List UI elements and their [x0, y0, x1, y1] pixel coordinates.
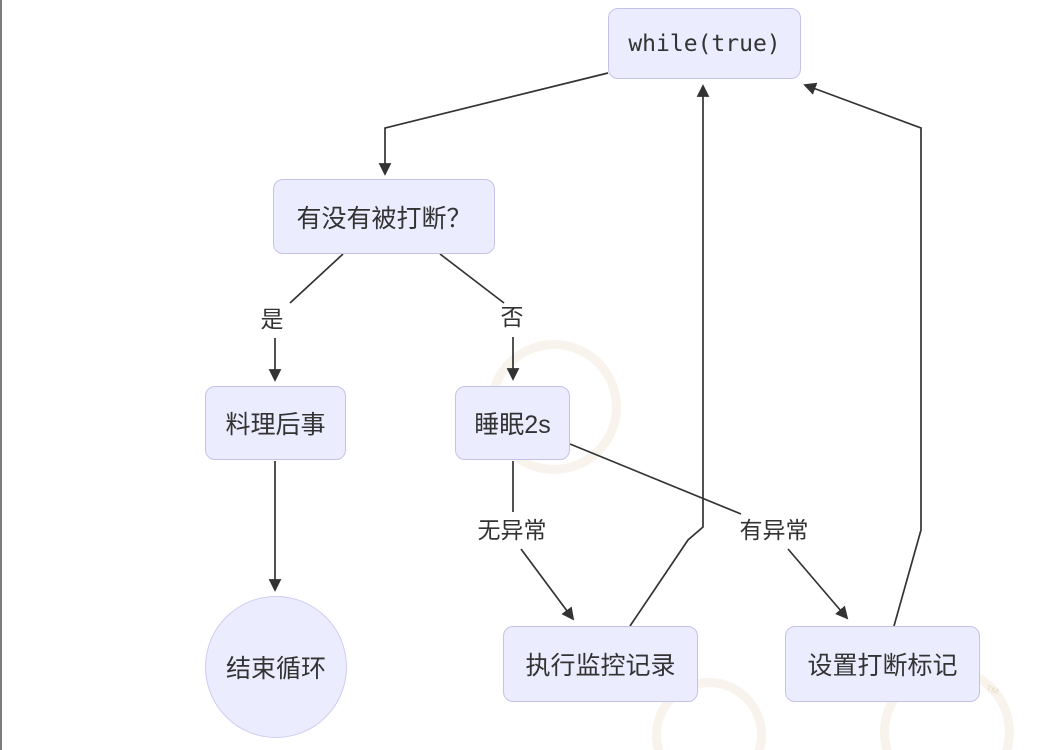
edge-monitor-to-while [629, 84, 710, 627]
node-cleanup: 料理后事 [205, 386, 346, 460]
watermark-arc [652, 678, 766, 750]
edge-sleep-to-exc-label [569, 443, 742, 515]
node-while-loop: while(true) [608, 8, 801, 79]
node-set-interrupt-flag: 设置打断标记 [785, 626, 980, 702]
edge-check-to-yes-label [289, 253, 344, 304]
node-monitor-record: 执行监控记录 [503, 626, 698, 702]
edge-while-to-check [378, 72, 609, 176]
node-interrupted-check: 有没有被打断？ [273, 179, 495, 254]
edge-label-has-exception: 有异常 [737, 517, 811, 545]
node-sleep: 睡眠2s [455, 386, 570, 460]
left-border-line [0, 0, 2, 750]
edge-check-to-no-label [439, 253, 505, 304]
node-end-loop: 结束循环 [205, 596, 347, 738]
edge-exc-to-setflag [787, 548, 849, 620]
edge-setflag-to-while [803, 82, 922, 627]
edge-noexc-to-monitor [520, 548, 575, 621]
edge-label-yes: 是 [258, 306, 286, 334]
edge-label-no-exception: 无异常 [475, 517, 549, 545]
edge-label-no: 否 [498, 304, 526, 332]
